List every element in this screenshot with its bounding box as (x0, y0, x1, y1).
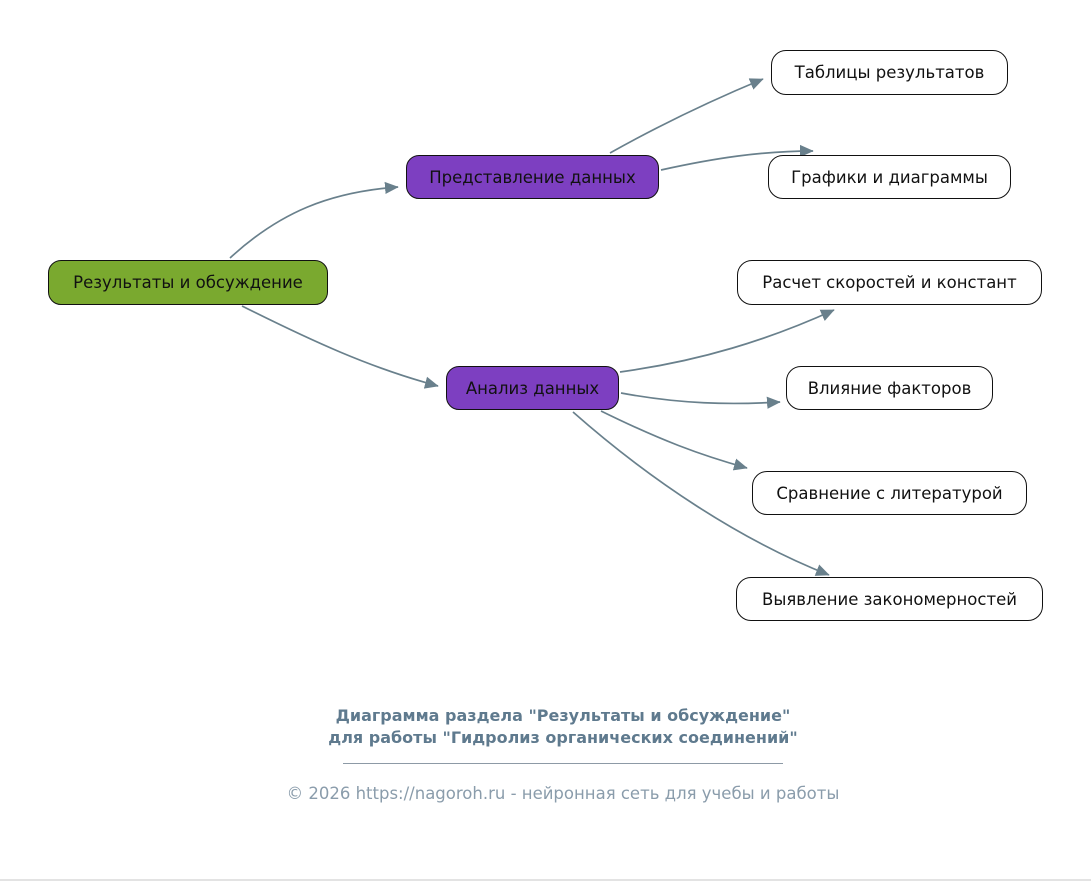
node-data-analysis-label: Анализ данных (465, 378, 600, 398)
connector-presentation-tables (609, 78, 764, 154)
node-results-tables-label: Таблицы результатов (794, 63, 985, 82)
connector-root-analysis (241, 305, 439, 389)
node-results-tables: Таблицы результатов (771, 50, 1008, 95)
node-data-presentation: Представление данных (406, 155, 659, 199)
node-rates-constants-calculation: Расчет скоростей и констант (737, 260, 1042, 305)
diagram-caption-line2: для работы "Гидролиз органических соедин… (328, 728, 798, 747)
diagram-caption-line1: Диаграмма раздела "Результаты и обсужден… (335, 706, 791, 725)
node-charts-diagrams: Графики и диаграммы (768, 155, 1011, 199)
connector-analysis-rates (619, 309, 835, 373)
footer-divider (343, 763, 783, 764)
node-results-discussion: Результаты и обсуждение (48, 260, 328, 305)
copyright-text: © 2026 https://nagoroh.ru - нейронная се… (286, 784, 840, 803)
node-factors-influence: Влияние факторов (786, 366, 993, 410)
footer: Диаграмма раздела "Результаты и обсужден… (163, 705, 963, 803)
node-literature-comparison-label: Сравнение с литературой (776, 483, 1003, 503)
node-patterns-identification: Выявление закономерностей (736, 577, 1043, 621)
node-data-analysis: Анализ данных (446, 366, 619, 410)
node-literature-comparison: Сравнение с литературой (752, 471, 1027, 515)
connector-analysis-factors (620, 392, 781, 409)
node-patterns-identification-label: Выявление закономерностей (762, 589, 1017, 609)
node-charts-diagrams-label: Графики и диаграммы (791, 167, 988, 187)
node-results-discussion-label: Результаты и обсуждение (73, 273, 303, 292)
connector-analysis-literature (600, 410, 748, 471)
node-rates-constants-calculation-label: Расчет скоростей и констант (762, 273, 1017, 292)
connector-root-presentation (229, 181, 399, 259)
node-data-presentation-label: Представление данных (429, 167, 636, 187)
node-factors-influence-label: Влияние факторов (807, 378, 972, 398)
